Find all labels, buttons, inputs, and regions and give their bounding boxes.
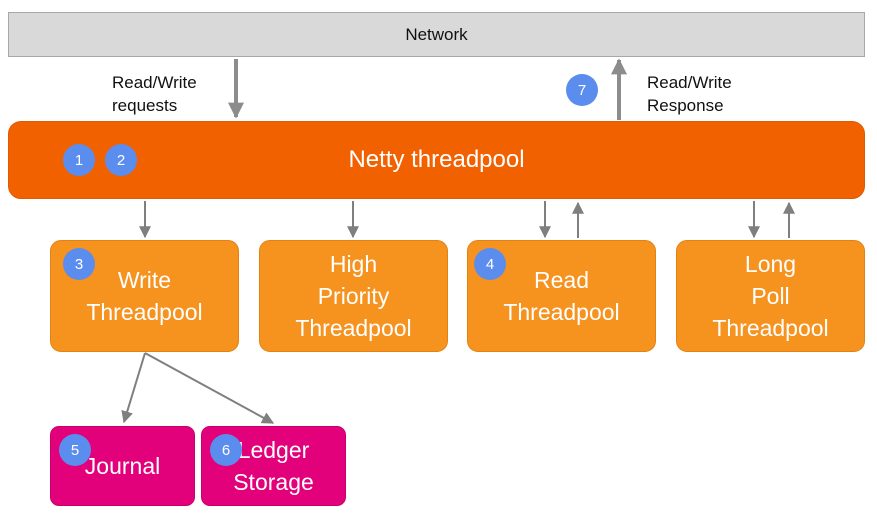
requests-label: Read/Write requests [112,73,197,115]
step-badge-2: 2 [105,144,137,176]
step-badge-7: 7 [566,74,598,106]
high-priority-threadpool-box: High Priority Threadpool [259,240,448,352]
step-badge-1: 1 [63,144,95,176]
network-box: Network [8,12,865,57]
step-badge-4: 4 [474,248,506,280]
response-label: Read/Write Response [647,73,732,115]
write-to-ledger-arrow [144,352,275,424]
step-badge-6: 6 [210,434,242,466]
netty-threadpool-box: Netty threadpool [8,121,865,199]
step-badge-3: 3 [63,248,95,280]
long-poll-threadpool-box: Long Poll Threadpool [676,240,865,352]
step-badge-5: 5 [59,434,91,466]
write-to-journal-arrow [121,352,146,424]
